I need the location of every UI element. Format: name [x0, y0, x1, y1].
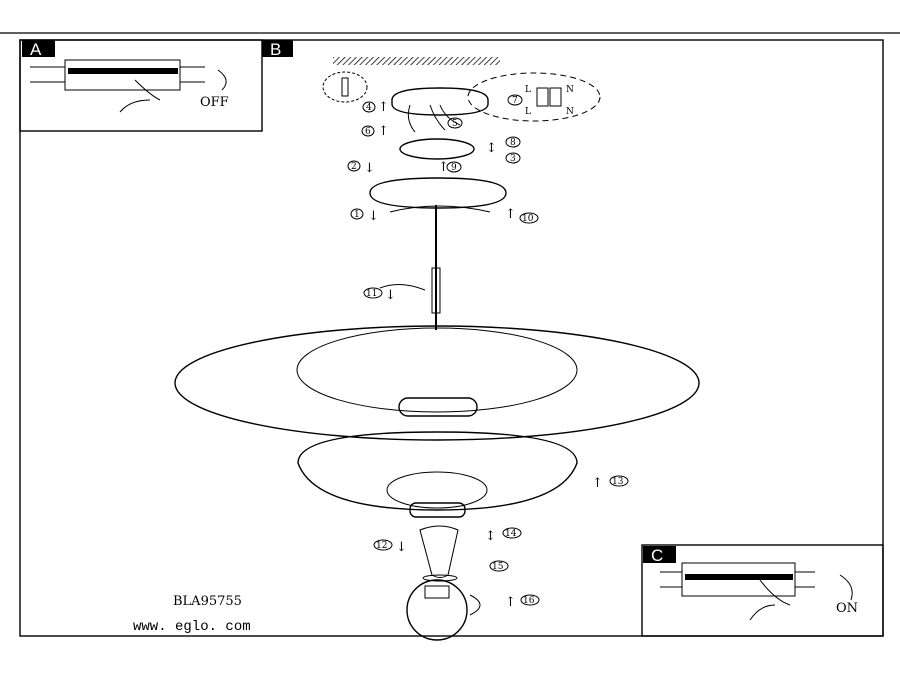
- circuit-breaker-icon: [660, 562, 815, 597]
- svg-text:16: 16: [523, 596, 535, 606]
- light-bulb: [406, 579, 468, 641]
- terminal-detail: [467, 72, 601, 122]
- rotate-arrow-icon: [217, 69, 227, 91]
- svg-text:7: 7: [512, 96, 518, 106]
- mounting-plate: [399, 138, 475, 160]
- step-markers: 4↑ 5 6↑ 7 8↕ 3 2↓ 9↑ 1↓ 10↑ 11↓ 13↑ 14↕ …: [347, 94, 629, 610]
- diffuser: [419, 525, 459, 578]
- svg-text:9: 9: [451, 163, 457, 173]
- step-3: 3: [505, 152, 521, 164]
- svg-text:14: 14: [505, 529, 517, 539]
- svg-text:↓: ↓: [364, 161, 375, 176]
- lower-shade-inner: [386, 471, 488, 509]
- svg-text:↕: ↕: [486, 141, 497, 156]
- terminal-live-label-bottom: L: [525, 107, 531, 117]
- circuit-breaker-icon: [30, 59, 205, 91]
- panel-b-label-bg: [262, 40, 293, 57]
- terminal-neutral-label-top: N: [566, 85, 574, 95]
- wall-plug-icon: [341, 77, 349, 97]
- step-16: 16 ↑: [505, 594, 540, 610]
- svg-text:↓: ↓: [385, 288, 396, 303]
- svg-text:11: 11: [366, 289, 377, 299]
- svg-text:↕: ↕: [485, 529, 496, 544]
- step-12: 12 ↓: [373, 539, 407, 555]
- rotate-arrow-icon: [469, 594, 481, 616]
- ceiling-icon: [333, 57, 500, 65]
- svg-text:1: 1: [354, 210, 360, 220]
- off-label: OFF: [200, 95, 229, 110]
- canopy-cover: [369, 177, 507, 209]
- svg-text:5: 5: [452, 119, 458, 129]
- wires: [407, 104, 461, 133]
- svg-text:12: 12: [376, 541, 387, 551]
- svg-text:3: 3: [510, 154, 516, 164]
- rotate-arrow-icon: [389, 205, 491, 213]
- outer-frame: [19, 39, 884, 637]
- svg-text:15: 15: [492, 562, 504, 572]
- panel-c-label: C: [651, 546, 663, 565]
- svg-text:8: 8: [510, 138, 516, 148]
- model-number: BLA95755: [173, 594, 242, 609]
- svg-text:2: 2: [351, 162, 357, 172]
- step-1: 1↓: [350, 208, 379, 224]
- on-label: ON: [836, 601, 858, 616]
- panel-a: A OFF: [19, 39, 263, 132]
- wall-plug-detail: [322, 71, 368, 103]
- step-13: 13 ↑: [592, 475, 629, 491]
- upper-shade-inner: [296, 327, 578, 413]
- svg-text:↑: ↑: [378, 124, 389, 139]
- diffuser-ring: [422, 574, 458, 582]
- panel-b-label: B: [270, 40, 281, 59]
- website-link[interactable]: www. eglo. com: [133, 619, 251, 635]
- terminal-block-icon: [536, 87, 549, 107]
- step-5: 5: [447, 117, 463, 129]
- rotate-arrow-icon: [379, 284, 426, 291]
- step-10: 10 ↑: [505, 207, 539, 224]
- upper-shade: [174, 325, 700, 441]
- rod-coupler: [431, 267, 441, 314]
- shade-ring: [398, 397, 478, 417]
- canopy: [391, 87, 489, 116]
- bulb-base: [424, 585, 450, 599]
- step-4: 4↑: [362, 100, 389, 115]
- step-6: 6↑: [361, 124, 389, 139]
- svg-text:↑: ↑: [505, 207, 516, 222]
- terminal-live-label-top: L: [525, 85, 531, 95]
- terminal-neutral-label-bottom: N: [566, 107, 574, 117]
- svg-text:13: 13: [612, 477, 624, 487]
- panel-a-label: A: [30, 40, 42, 59]
- rotate-arrow-icon: [839, 574, 853, 601]
- svg-text:↑: ↑: [378, 100, 389, 115]
- hand-icon: [119, 79, 161, 113]
- svg-text:6: 6: [365, 127, 371, 137]
- step-11: 11 ↓: [363, 287, 396, 303]
- svg-text:↑: ↑: [505, 595, 516, 610]
- lamp-socket: [409, 502, 466, 518]
- step-9: 9↑: [438, 160, 462, 175]
- svg-text:10: 10: [522, 214, 534, 224]
- step-2: 2↓: [347, 160, 375, 176]
- step-15: 15: [489, 560, 509, 572]
- step-14: 14 ↕: [485, 527, 522, 544]
- svg-text:↑: ↑: [592, 476, 603, 491]
- lower-shade: [297, 431, 578, 511]
- step-8: 8↕: [486, 136, 521, 156]
- panel-c: C ON: [641, 544, 884, 637]
- hand-icon: [749, 579, 791, 621]
- svg-text:4: 4: [366, 103, 372, 113]
- svg-text:↑: ↑: [438, 160, 449, 175]
- svg-text:↓: ↓: [396, 540, 407, 555]
- svg-text:↓: ↓: [368, 209, 379, 224]
- step-7: 7: [507, 94, 523, 106]
